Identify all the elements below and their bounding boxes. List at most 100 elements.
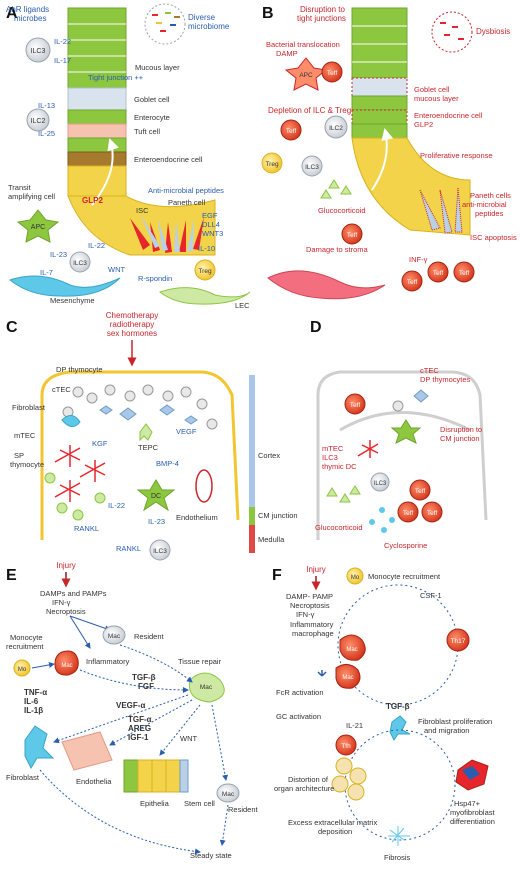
chemo-label-1: Chemotherapy <box>106 311 158 320</box>
csf-label: CSF-1 <box>420 591 442 600</box>
goblet-label: Goblet cell <box>134 95 170 104</box>
ilc2-label-a: ILC2 <box>31 118 46 125</box>
ilc3b-cell-a <box>69 251 91 273</box>
excess-label-1: Excess extracellular matrix <box>288 818 377 827</box>
ilc3-label-d: ILC3 <box>374 481 387 487</box>
hsp-label-3: differentiation <box>450 817 495 826</box>
il17-label-a: IL-17 <box>54 56 71 65</box>
teff-label-b1: Teff <box>327 70 338 77</box>
epithelia-cells <box>123 759 189 793</box>
enterocyte-label: Enterocyte <box>134 113 170 122</box>
mac-resident-e2 <box>216 783 240 803</box>
disruption-label-2: tight junctions <box>297 14 346 23</box>
teff-label-b2: Teff <box>286 128 297 135</box>
ilc2-cell-a <box>26 108 50 132</box>
mac-inflam-e <box>54 650 79 676</box>
necro-label-e: Necroptosis <box>46 607 86 616</box>
isc-label-a: ISC <box>136 206 149 215</box>
injury-label-e: Injury <box>56 561 76 570</box>
paneth-label-a: Paneth cell <box>168 198 205 207</box>
teff-cell-d1 <box>344 393 366 415</box>
tfh-label: Tfh <box>341 743 351 750</box>
vegfa-label: VEGF-α <box>116 701 145 710</box>
panel-d: D Teff cTEC DP thymocytes mTEC ILC3 thym… <box>310 319 488 550</box>
ifny-label-f: IFN-γ <box>296 610 315 619</box>
teff-label-d4: Teff <box>427 510 438 517</box>
treg-cell-a <box>194 259 216 281</box>
fibprolif-label-2: and migration <box>424 726 469 735</box>
teff-label-d2: Teff <box>415 488 426 495</box>
mtec-d-label-2: ILC3 <box>322 453 338 462</box>
epithelia-label: Epithelia <box>140 799 170 808</box>
ctec-d-label-2: DP thymocytes <box>420 375 471 384</box>
infy-label-b: INF-γ <box>409 255 428 264</box>
cortex-cells <box>62 384 218 430</box>
il6-label: IL-6 <box>24 697 39 706</box>
ilc2-label-b: ILC2 <box>329 125 343 132</box>
stroma-label: Damage to stroma <box>306 245 369 254</box>
fibrosis-icon <box>388 826 410 846</box>
ilc3-cell-b <box>301 155 323 177</box>
treg-label-b: Treg <box>265 161 279 168</box>
crypt-base <box>130 214 204 253</box>
tuft-label: Tuft cell <box>134 127 160 136</box>
depletion-label: Depletion of ILC & Treg <box>268 106 351 115</box>
antimicrobial-label: Anti-microbial peptides <box>148 186 224 195</box>
teff-cell-d4 <box>421 501 443 523</box>
panel-f: F Injury Mo Monocyte recruitment DAMP- P… <box>272 565 496 862</box>
excess-label-2: deposition <box>318 827 352 836</box>
mac-label-f1: Mac <box>346 647 357 653</box>
sp-label-2: thymocyte <box>10 460 44 469</box>
ilc3-label-c: ILC3 <box>153 548 167 555</box>
apc-cell-a <box>16 209 60 243</box>
fibroblast-c <box>61 415 81 427</box>
panel-letter-f: F <box>272 567 282 584</box>
cortex-label: Cortex <box>258 451 280 460</box>
teff-cell-b2 <box>280 119 302 141</box>
teff-cell-b6 <box>453 261 475 283</box>
il7-label: IL-7 <box>40 268 53 277</box>
endothelium-label-c: Endothelium <box>176 513 218 522</box>
inflam-label-e: Inflammatory <box>86 657 130 666</box>
fibroblast-e <box>24 725 55 770</box>
cm-junction-label: CM junction <box>258 511 298 520</box>
dc-cell-c <box>136 479 176 512</box>
entero-b-label-2: GLP2 <box>414 120 433 129</box>
dysbiosis-label: Dysbiosis <box>476 27 510 36</box>
mac-label-e1: Mac <box>108 633 121 640</box>
tgfb-label-e: TGF-β <box>132 673 156 682</box>
tepc-label: TEPC <box>138 443 159 452</box>
mono-label-e-2: recruitment <box>6 642 44 651</box>
ilc3-label-b: ILC3 <box>305 164 319 171</box>
teff-label-b3: Teff <box>347 232 358 239</box>
ilc3-label-a: ILC3 <box>31 48 46 55</box>
fibroblast-f <box>389 715 411 741</box>
microbiome-label: microbiome <box>188 22 230 31</box>
fibrosis-cycle <box>344 729 456 841</box>
distortion-label-1: Distortion of <box>288 775 329 784</box>
ctec-d-label-1: cTEC <box>420 366 439 375</box>
treg-cell-b <box>261 152 283 174</box>
stem-cell-label: Stem cell <box>184 799 215 808</box>
injury-label-f: Injury <box>306 565 326 574</box>
mtec-cells-d <box>357 440 379 458</box>
mac-label-e4: Mac <box>222 791 235 798</box>
mo-cell-e <box>13 659 31 677</box>
disruption-label-1: Disruption to <box>300 5 345 14</box>
il22-label-a: IL-22 <box>54 37 71 46</box>
dysbiosis-circle <box>431 11 473 53</box>
teff-cell-b5 <box>427 261 449 283</box>
damps-label: DAMPs and PAMPs <box>40 589 107 598</box>
mono-label-e-1: Monocyte <box>10 633 43 642</box>
mac-cell-f1 <box>339 634 366 661</box>
panel-letter-c: C <box>6 319 18 336</box>
glp2-label-a: GLP2 <box>82 196 103 205</box>
fgf-label: FGF <box>138 682 154 691</box>
microbiome-circle <box>144 3 186 45</box>
steady-state-label: Steady state <box>190 851 232 860</box>
ilc3-cell-c <box>149 539 171 561</box>
ilc2-cell-b <box>324 115 348 139</box>
fibprolif-label-1: Fibroblast proliferation <box>418 717 492 726</box>
fibroblast-label-c: Fibroblast <box>12 403 46 412</box>
